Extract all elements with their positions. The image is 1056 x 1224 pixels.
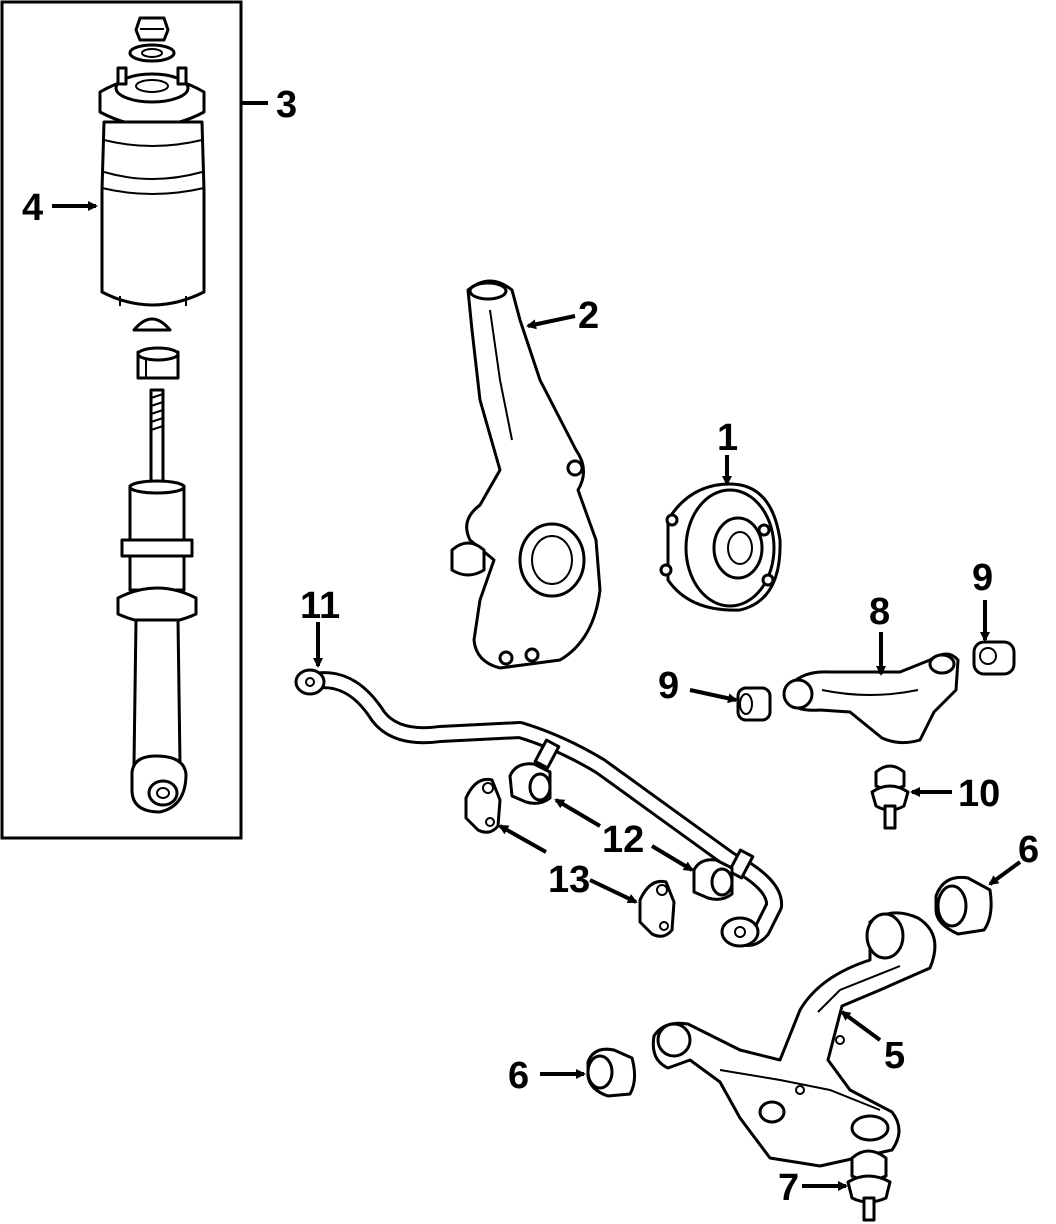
callout-8: 8 [869,591,890,633]
callout-7: 7 [778,1167,799,1209]
callout-9-arrow-left [689,688,738,704]
callout-13: 13 [548,859,590,901]
lower-arm-bushing-lower [586,1047,637,1098]
strut-assembly-box [0,0,243,840]
stabilizer-bar [294,668,783,948]
shock-absorber [116,388,198,814]
lower-arm-bushing-upper [934,875,993,936]
callout-6-lower: 6 [508,1055,529,1097]
wheel-hub-bearing [659,482,782,612]
callout-12-arrow-a [554,798,602,828]
steering-knuckle [450,279,602,670]
callout-2: 2 [578,295,599,337]
callout-1: 1 [717,417,738,459]
stabilizer-bracket-lower [638,879,676,938]
upper-mount-washer [128,43,176,63]
stabilizer-bushing-lower [692,858,734,901]
callout-13-arrow-a [498,824,547,854]
bump-stop-bushing [136,346,180,380]
lower-control-arm [651,911,937,1168]
lower-ball-joint [846,1149,892,1222]
callout-5: 5 [884,1035,905,1077]
callout-6-upper: 6 [1018,829,1039,871]
callout-12: 12 [602,819,644,861]
upper-arm-bushing-left [736,686,772,722]
upper-mount-nut [134,16,170,42]
callout-10: 10 [958,773,1000,815]
callout-9-left: 9 [658,665,679,707]
callout-13-arrow-b [589,878,638,904]
callout-12-arrow-b [650,844,694,872]
upper-control-arm [782,652,960,745]
stabilizer-bracket-upper [464,777,502,834]
dust-cap [132,317,172,332]
callout-6-arrow-upper [988,860,1022,886]
stabilizer-bushing-upper [508,762,552,805]
callout-9-right: 9 [972,557,993,599]
air-spring-bellows [100,120,206,307]
callout-5-arrow [840,1010,882,1042]
callout-11: 11 [300,585,340,627]
upper-arm-bushing-right [972,640,1016,676]
upper-ball-joint [870,764,910,830]
air-spring-top-mount [98,66,206,128]
callout-4: 4 [22,187,43,229]
callout-3: 3 [276,84,297,126]
callout-2-arrow [526,314,576,330]
